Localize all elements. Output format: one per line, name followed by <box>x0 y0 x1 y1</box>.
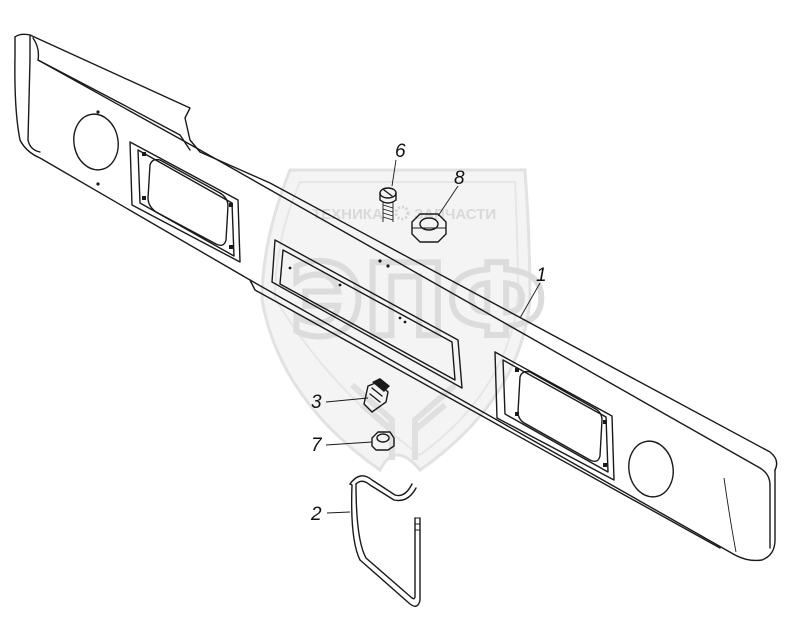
right-fog-light-hole <box>628 440 674 498</box>
watermark-big-letters: ЭПФ <box>290 242 546 359</box>
leader-lines <box>325 159 541 514</box>
screw-part <box>379 187 397 222</box>
callout-8: 8 <box>454 168 465 189</box>
nut-part <box>411 213 447 243</box>
callout-1: 1 <box>536 265 547 286</box>
small-nut-part <box>371 431 395 451</box>
bracket-part <box>363 378 390 413</box>
license-plate-recess <box>271 239 463 389</box>
callout-7: 7 <box>311 435 323 456</box>
watermark-logo: ТЕХНИКА ЗАПЧАСТИ ЭПФ <box>260 168 549 473</box>
watermark-text-left: ТЕХНИКА <box>312 206 383 223</box>
watermark-shield-outline <box>260 168 532 473</box>
u-rod-part <box>349 475 421 607</box>
left-fog-light-hole <box>73 113 119 171</box>
bumper-front-face <box>14 36 776 562</box>
bumper-top-surface <box>14 33 778 471</box>
callout-3: 3 <box>311 392 322 413</box>
right-headlamp-recess <box>494 351 615 481</box>
callout-6: 6 <box>395 141 406 162</box>
gear-icon <box>394 205 410 221</box>
left-headlamp-recess <box>129 141 241 263</box>
callout-2: 2 <box>310 504 322 525</box>
bumper-beam <box>14 33 778 562</box>
